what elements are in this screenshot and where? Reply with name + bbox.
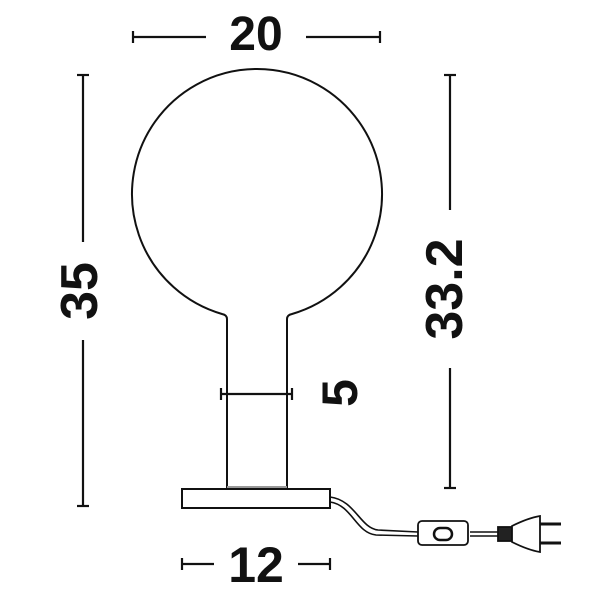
dimension-base-width [180, 558, 332, 570]
dimension-neck-width [219, 388, 294, 400]
power-cable [329, 496, 500, 537]
dimension-label-height-total: 35 [51, 262, 109, 320]
dimension-label-base-width: 12 [228, 537, 284, 593]
lamp-base [181, 488, 331, 509]
dimension-label-height-shade: 33.2 [416, 238, 474, 339]
dimension-label-width-top: 20 [229, 8, 282, 61]
dimension-height-total [77, 73, 89, 508]
dimension-width-top [131, 31, 382, 43]
dimension-height-shade [444, 73, 456, 490]
globe-shade [131, 68, 383, 488]
inline-switch [417, 520, 469, 546]
dimension-label-neck-width: 5 [312, 379, 368, 407]
power-plug [497, 514, 561, 554]
